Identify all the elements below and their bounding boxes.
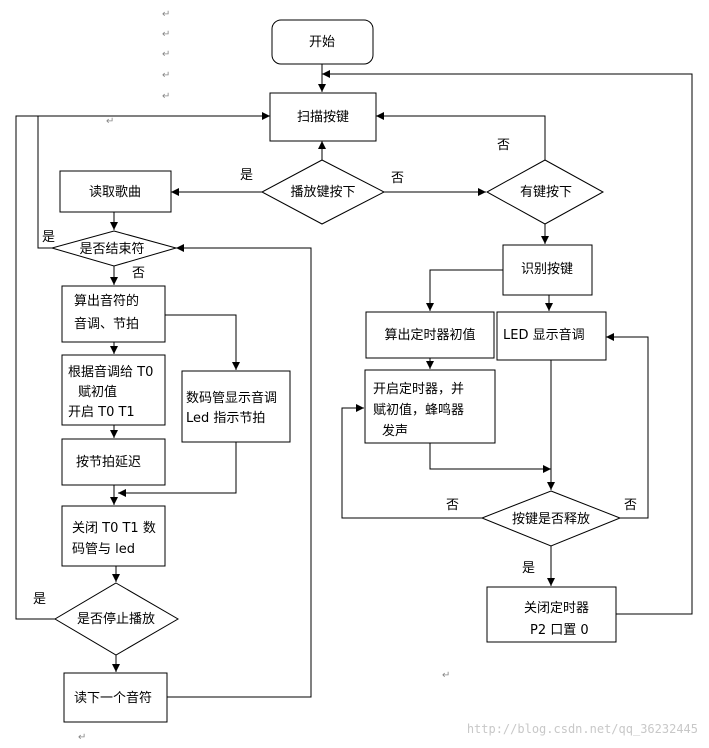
arrow-released-no-right [606, 333, 649, 519]
identify-box [502, 244, 593, 296]
key-pressed-label: 有键按下 [520, 185, 572, 200]
released-label: 按键是否释放 [512, 512, 590, 527]
is-stop-decision: 是否停止播放 [54, 582, 179, 656]
calc-note-line1: 算出音符的 [74, 293, 139, 309]
calc-note-node: 算出音符的 音调、节拍 [61, 285, 166, 343]
play-pressed-diamond [260, 159, 386, 225]
read-song-label: 读取歌曲 [89, 185, 141, 200]
close-timer-node: 关闭定时器 P2 口置 0 [486, 586, 617, 643]
released-decision: 按键是否释放 [480, 490, 622, 547]
label-yes-released: 是 [522, 561, 535, 576]
paragraph-mark: ↵ [106, 116, 114, 127]
arrow-display-to-merge [118, 442, 237, 497]
display-node: 数码管显示音调 Led 指示节拍 [181, 370, 291, 443]
label-no-released-right: 否 [624, 498, 637, 513]
set-t0-line3: 开启 T0 T1 [68, 405, 135, 420]
calc-note-line2: 音调、节拍 [74, 316, 139, 332]
read-song-box [59, 170, 172, 213]
label-yes-end: 是 [42, 230, 55, 245]
read-song-node: 读取歌曲 [59, 170, 172, 213]
arrow-next-loop [167, 244, 312, 698]
read-next-label: 读下一个音符 [74, 690, 152, 706]
label-no-released-left: 否 [446, 498, 459, 513]
start-timer-line1: 开启定时器，并 [373, 382, 464, 397]
line-end-yes [37, 116, 52, 249]
read-next-box [63, 672, 168, 723]
arrow-stop-yes-loop [15, 112, 270, 620]
released-diamond [480, 490, 622, 547]
close-t0-line2: 码管与 led [72, 542, 135, 557]
is-stop-diamond [54, 582, 179, 656]
delay-node: 按节拍延迟 [61, 438, 166, 486]
calc-timer-label: 算出定时器初值 [384, 327, 475, 343]
calc-timer-node: 算出定时器初值 [365, 311, 495, 359]
read-next-node: 读下一个音符 [63, 672, 168, 723]
close-t0-line1: 关闭 T0 T1 数 [72, 521, 156, 536]
calc-note-box [61, 285, 166, 343]
arrow-key-no [376, 112, 546, 160]
start-node: 开始 [271, 19, 374, 65]
connectors [15, 64, 693, 698]
led-show-box [496, 311, 607, 361]
arrow-released-no-left [341, 404, 482, 519]
start-timer-box [364, 369, 496, 444]
scan-node: 扫描按键 [269, 92, 377, 142]
calc-timer-box [365, 311, 495, 359]
key-pressed-diamond [485, 159, 605, 225]
label-yes-stop: 是 [33, 592, 46, 607]
arrow-start-to-merge [429, 443, 551, 473]
paragraph-mark: ↵ [78, 732, 86, 743]
arrow-identify-to-calc [426, 269, 503, 311]
led-show-label: LED 显示音调 [503, 327, 585, 343]
start-timer-line2: 赋初值，蜂鸣器 [373, 402, 464, 418]
label-no-key: 否 [497, 138, 510, 153]
paragraph-mark: ↵ [162, 91, 170, 102]
arrow-close-timer-loop [322, 70, 693, 615]
set-t0-node: 根据音调给 T0 赋初值 开启 T0 T1 [61, 354, 166, 426]
close-timer-box [486, 586, 617, 643]
branch-labels: 是 否 是 否 是 否 否 否 是 [33, 138, 637, 607]
paragraph-marks: ↵ ↵ ↵ ↵ ↵ ↵ ↵ ↵ [78, 9, 450, 743]
display-box [181, 370, 291, 443]
close-timer-line2: P2 口置 0 [530, 623, 589, 638]
paragraph-mark: ↵ [162, 49, 170, 60]
identify-node: 识别按键 [502, 244, 593, 296]
close-timer-line1: 关闭定时器 [524, 601, 589, 616]
label-no-end: 否 [132, 266, 145, 281]
identify-label: 识别按键 [521, 262, 573, 277]
is-end-decision: 是否结束符 [50, 230, 178, 267]
paragraph-mark: ↵ [162, 9, 170, 20]
start-label: 开始 [309, 35, 335, 50]
close-t0-node: 关闭 T0 T1 数 码管与 led [61, 505, 166, 567]
paragraph-mark: ↵ [162, 70, 170, 81]
close-t0-box [61, 505, 166, 567]
start-timer-node: 开启定时器，并 赋初值，蜂鸣器 发声 [364, 369, 496, 444]
arrow-calc-to-display [165, 314, 240, 370]
play-pressed-decision: 播放键按下 [260, 159, 386, 225]
paragraph-mark: ↵ [442, 670, 450, 681]
play-pressed-label: 播放键按下 [290, 185, 355, 200]
is-stop-label: 是否停止播放 [77, 611, 155, 627]
delay-label: 按节拍延迟 [76, 455, 141, 470]
is-end-diamond [50, 230, 178, 267]
paragraph-mark: ↵ [162, 29, 170, 40]
start-box [271, 19, 374, 65]
delay-box [61, 438, 166, 486]
label-no-play: 否 [391, 171, 404, 186]
display-line1: 数码管显示音调 [186, 390, 277, 406]
display-line2: Led 指示节拍 [186, 411, 265, 426]
start-timer-line3: 发声 [382, 423, 408, 439]
set-t0-line1: 根据音调给 T0 [68, 364, 153, 380]
set-t0-box [61, 354, 166, 426]
is-end-label: 是否结束符 [79, 241, 144, 257]
scan-label: 扫描按键 [297, 110, 349, 125]
key-pressed-decision: 有键按下 [485, 159, 605, 225]
watermark: http://blog.csdn.net/qq_36232445 [467, 722, 698, 736]
label-yes-play: 是 [240, 168, 253, 183]
set-t0-line2: 赋初值 [78, 384, 117, 400]
scan-box [269, 92, 377, 142]
led-show-node: LED 显示音调 [496, 311, 607, 361]
